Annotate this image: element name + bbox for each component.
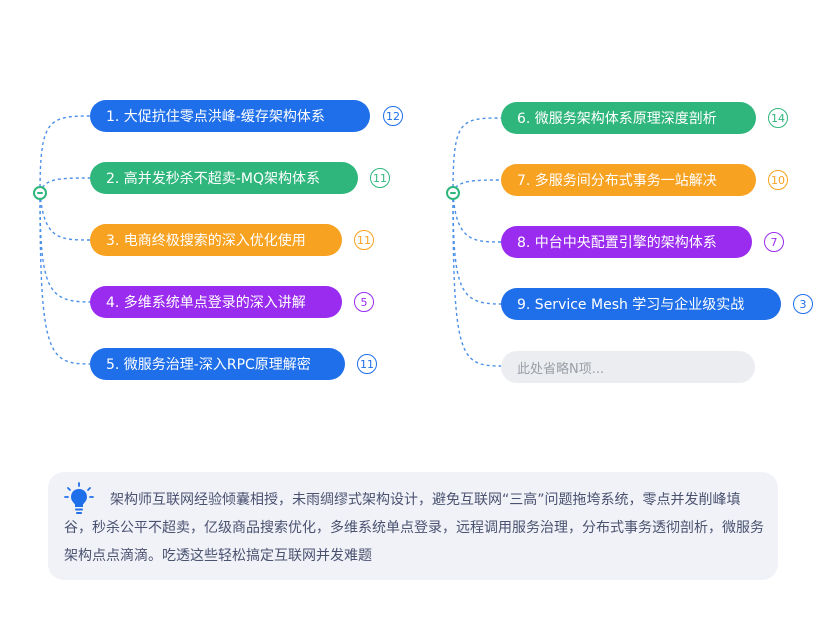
topic-label: 9. Service Mesh 学习与企业级实战 — [517, 297, 745, 313]
count-badge-7: 10 — [768, 170, 788, 190]
topic-label: 5. 微服务治理-深入RPC原理解密 — [106, 357, 311, 373]
topic-node-4[interactable]: 4. 多维系统单点登录的深入讲解 — [90, 286, 342, 318]
count-badge-3: 11 — [354, 230, 374, 250]
left-root-collapse-toggle[interactable] — [33, 186, 47, 200]
count-badge-9: 3 — [793, 294, 813, 314]
more-items-placeholder: 此处省略N项... — [501, 351, 755, 383]
topic-node-5[interactable]: 5. 微服务治理-深入RPC原理解密 — [90, 348, 345, 380]
topic-node-2[interactable]: 2. 高并发秒杀不超卖-MQ架构体系 — [90, 162, 358, 194]
count-badge-8: 7 — [764, 232, 784, 252]
topic-node-8[interactable]: 8. 中台中央配置引擎的架构体系 — [501, 226, 752, 258]
note-text: 架构师互联网经验倾囊相授，未雨绸缪式架构设计，避免互联网“三高”问题拖垮系统，零… — [64, 492, 764, 564]
topic-node-3[interactable]: 3. 电商终极搜索的深入优化使用 — [90, 224, 342, 256]
count-badge-6: 14 — [768, 108, 788, 128]
topic-label: 1. 大促抗住零点洪峰-缓存架构体系 — [106, 109, 325, 125]
placeholder-label: 此处省略N项... — [517, 361, 605, 377]
right-root-collapse-toggle[interactable] — [446, 186, 460, 200]
topic-label: 8. 中台中央配置引擎的架构体系 — [517, 235, 717, 251]
count-badge-5: 11 — [357, 354, 377, 374]
topic-node-1[interactable]: 1. 大促抗住零点洪峰-缓存架构体系 — [90, 100, 370, 132]
topic-node-6[interactable]: 6. 微服务架构体系原理深度剖析 — [501, 102, 756, 134]
topic-label: 2. 高并发秒杀不超卖-MQ架构体系 — [106, 171, 320, 187]
topic-label: 6. 微服务架构体系原理深度剖析 — [517, 111, 717, 127]
topic-label: 7. 多服务间分布式事务一站解决 — [517, 173, 717, 189]
count-badge-1: 12 — [383, 106, 403, 126]
info-note: 架构师互联网经验倾囊相授，未雨绸缪式架构设计，避免互联网“三高”问题拖垮系统，零… — [48, 472, 778, 580]
count-badge-2: 11 — [370, 168, 390, 188]
lightbulb-icon — [64, 482, 94, 514]
topic-label: 3. 电商终极搜索的深入优化使用 — [106, 233, 306, 249]
topic-node-7[interactable]: 7. 多服务间分布式事务一站解决 — [501, 164, 756, 196]
topic-node-9[interactable]: 9. Service Mesh 学习与企业级实战 — [501, 288, 781, 320]
count-badge-4: 5 — [354, 292, 374, 312]
topic-label: 4. 多维系统单点登录的深入讲解 — [106, 295, 306, 311]
